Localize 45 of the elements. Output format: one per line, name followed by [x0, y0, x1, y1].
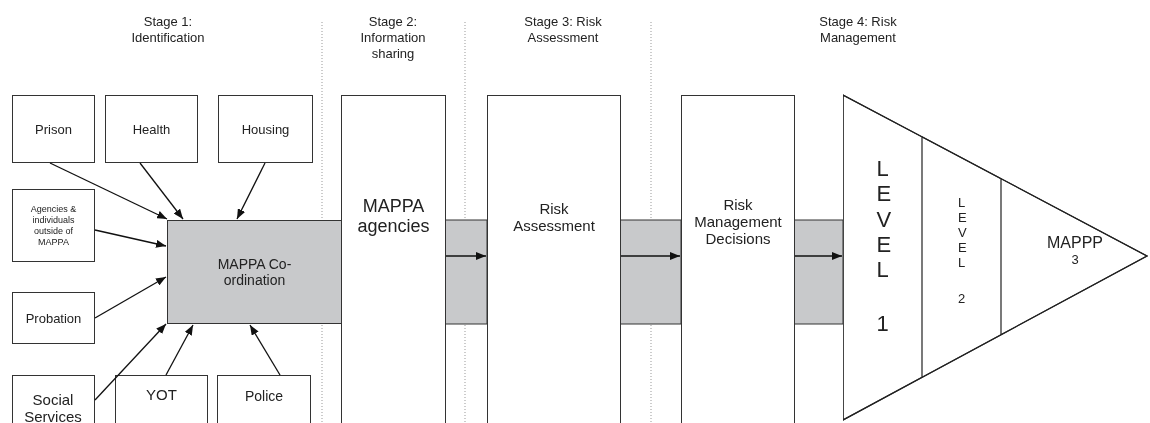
source-box [105, 95, 198, 163]
vertical-level-label: LEVEL [957, 196, 966, 271]
box-label: MAPPA agencies [356, 196, 431, 236]
box-label: Risk Assessment [512, 200, 596, 234]
source-box [115, 375, 208, 423]
source-box [12, 292, 95, 344]
coordination-box [167, 220, 342, 324]
source-box [12, 189, 95, 262]
arrow [94, 323, 167, 401]
arrow [249, 324, 281, 376]
stage-heading: Stage 2: Information sharing [359, 14, 427, 62]
box-label: Probation [25, 310, 82, 326]
arrow [94, 229, 167, 248]
box-label: Health [132, 121, 171, 137]
level-number: 2 [957, 290, 966, 306]
arrow [445, 252, 487, 260]
box-label: Agencies & individuals outside of MAPPA [29, 203, 78, 248]
stage-column [487, 95, 621, 423]
stage-column [341, 95, 446, 423]
arrow [49, 162, 168, 220]
stage-heading: Stage 3: Risk Assessment [523, 14, 603, 46]
arrow [94, 276, 167, 319]
vertical-level-label: LEVEL [876, 156, 889, 283]
source-box [12, 95, 95, 163]
box-label: Prison [35, 121, 72, 137]
level-number: 3 [1071, 252, 1079, 267]
arrow [620, 252, 681, 260]
arrow [139, 162, 184, 220]
stage-heading: Stage 1: Identification [130, 14, 206, 46]
box-label: MAPPA Co-ordination [216, 256, 293, 288]
source-box [217, 375, 311, 423]
arrow [165, 324, 194, 376]
box-label: Risk Management Decisions [693, 196, 783, 247]
source-box [12, 375, 95, 423]
level-number: 1 [876, 312, 889, 337]
box-label: Housing [241, 121, 290, 137]
box-label: YOT [146, 386, 177, 403]
box-label: Social Services [23, 391, 83, 423]
box-label: Police [244, 388, 284, 404]
stage-column [681, 95, 795, 423]
segment-label: MAPPP [1047, 234, 1103, 252]
arrow [794, 252, 843, 260]
source-box [218, 95, 313, 163]
arrow [236, 162, 266, 220]
stage-heading: Stage 4: Risk Management [818, 14, 898, 46]
